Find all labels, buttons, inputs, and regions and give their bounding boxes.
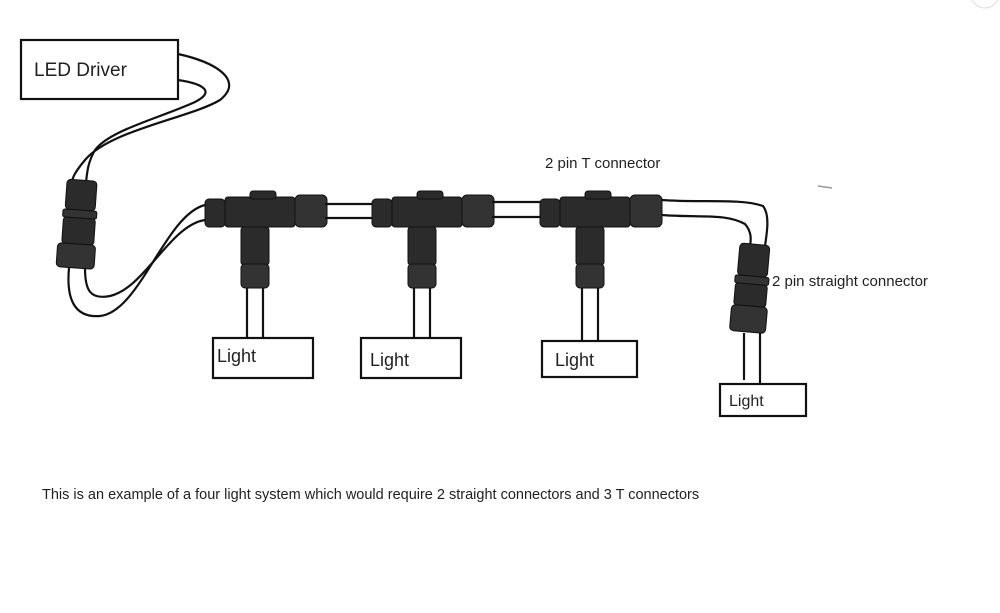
cable-t3-straight-2: [661, 198, 769, 247]
cable-t1-t2: [325, 202, 372, 220]
light-label: Light: [729, 393, 764, 410]
connector-part: [240, 263, 270, 289]
t-connector-2: [371, 190, 495, 338]
led-driver-label: LED Driver: [34, 60, 128, 81]
caption: This is an example of a four light syste…: [42, 487, 699, 503]
connector-part: [407, 226, 437, 266]
connector-part: [204, 198, 226, 228]
connector-part: [240, 226, 270, 266]
connector-part: [575, 226, 605, 266]
light-label: Light: [370, 350, 409, 370]
connector-part: [539, 198, 561, 228]
light-box-3: Light: [540, 339, 639, 379]
t-connector-3: [539, 190, 663, 341]
connector-part: [391, 196, 463, 228]
stray-mark: [817, 185, 833, 189]
connector-part: [294, 194, 328, 228]
light-box-1: Light: [211, 336, 315, 380]
connector-part: [461, 194, 495, 228]
cable-t2-t3: [492, 200, 540, 219]
corner-mark: [971, 0, 999, 9]
light-box-4: Light: [718, 382, 808, 418]
connector-part: [584, 190, 612, 200]
connector-part: [407, 263, 437, 289]
straight-connector-1: [55, 178, 98, 270]
driver-cable: [70, 52, 231, 184]
light-label: Light: [555, 350, 594, 370]
led-driver-box: LED Driver: [19, 38, 180, 101]
connector-part: [559, 196, 631, 228]
connector-part: [224, 196, 296, 228]
connector-part: [575, 263, 605, 289]
connector-part: [629, 194, 663, 228]
connector-part: [416, 190, 444, 200]
straight-connector-2: [729, 242, 771, 334]
light-label: Light: [217, 346, 256, 366]
t-connector-label: 2 pin T connector: [545, 155, 660, 172]
straight-connector-label: 2 pin straight connector: [772, 273, 928, 290]
light-box-2: Light: [359, 336, 463, 380]
cable-to-t1: [67, 203, 206, 318]
t-connector-1: [204, 190, 328, 338]
connector-part: [371, 198, 393, 228]
connector-part: [249, 190, 277, 200]
